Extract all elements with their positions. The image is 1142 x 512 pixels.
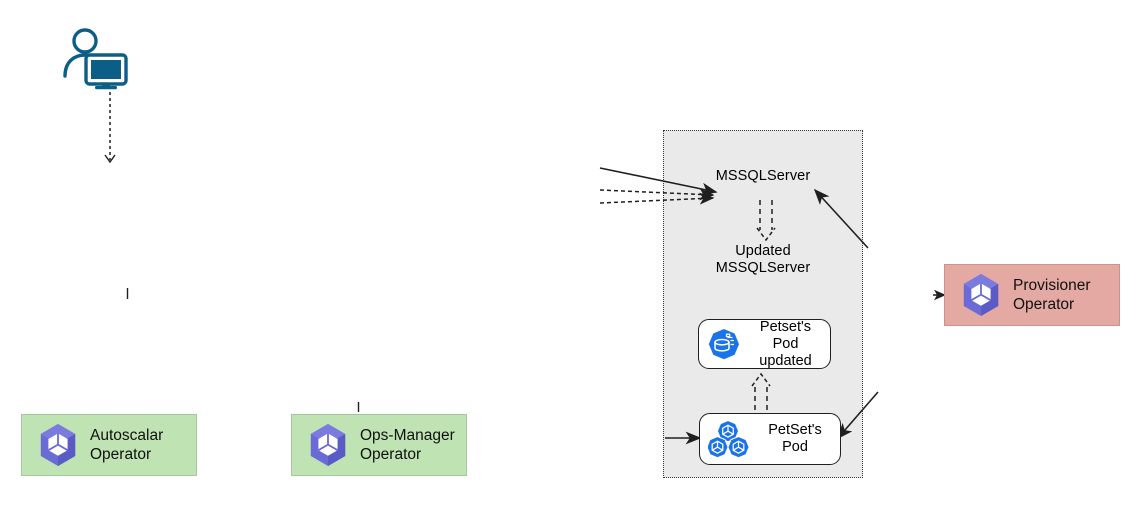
- pod-box-petsets-pod-updated[interactable]: Petset's Pod updated: [698, 319, 831, 369]
- operator-provisioner[interactable]: Provisioner Operator: [944, 264, 1120, 326]
- pods-icon: [708, 419, 750, 459]
- operator-autoscalar[interactable]: Autoscalar Operator: [21, 414, 197, 476]
- resource-label-mssqlserver: MSSQLServer: [715, 168, 811, 184]
- operator-label-provisioner: Provisioner Operator: [1013, 277, 1091, 313]
- pod-box-petsets-pod[interactable]: PetSet's Pod: [699, 413, 841, 465]
- operator-cube-icon: [34, 421, 82, 469]
- operator-label-ops-manager: Ops-Manager Operator: [360, 427, 455, 463]
- operator-cube-icon: [957, 271, 1005, 319]
- operator-ops-manager[interactable]: Ops-Manager Operator: [291, 414, 467, 476]
- pod-label-petsets-pod-updated: Petset's Pod updated: [759, 318, 812, 369]
- operator-cube-icon: [304, 421, 352, 469]
- operator-label-autoscalar: Autoscalar Operator: [90, 427, 164, 463]
- pod-label-petsets-pod: PetSet's Pod: [768, 422, 822, 455]
- statefulset-icon: [707, 327, 741, 361]
- resource-label-updated-mssqlserver: Updated MSSQLServer: [715, 243, 811, 276]
- connector-user-to-down-dashed: [104, 92, 116, 164]
- user-at-computer-icon: [58, 28, 133, 90]
